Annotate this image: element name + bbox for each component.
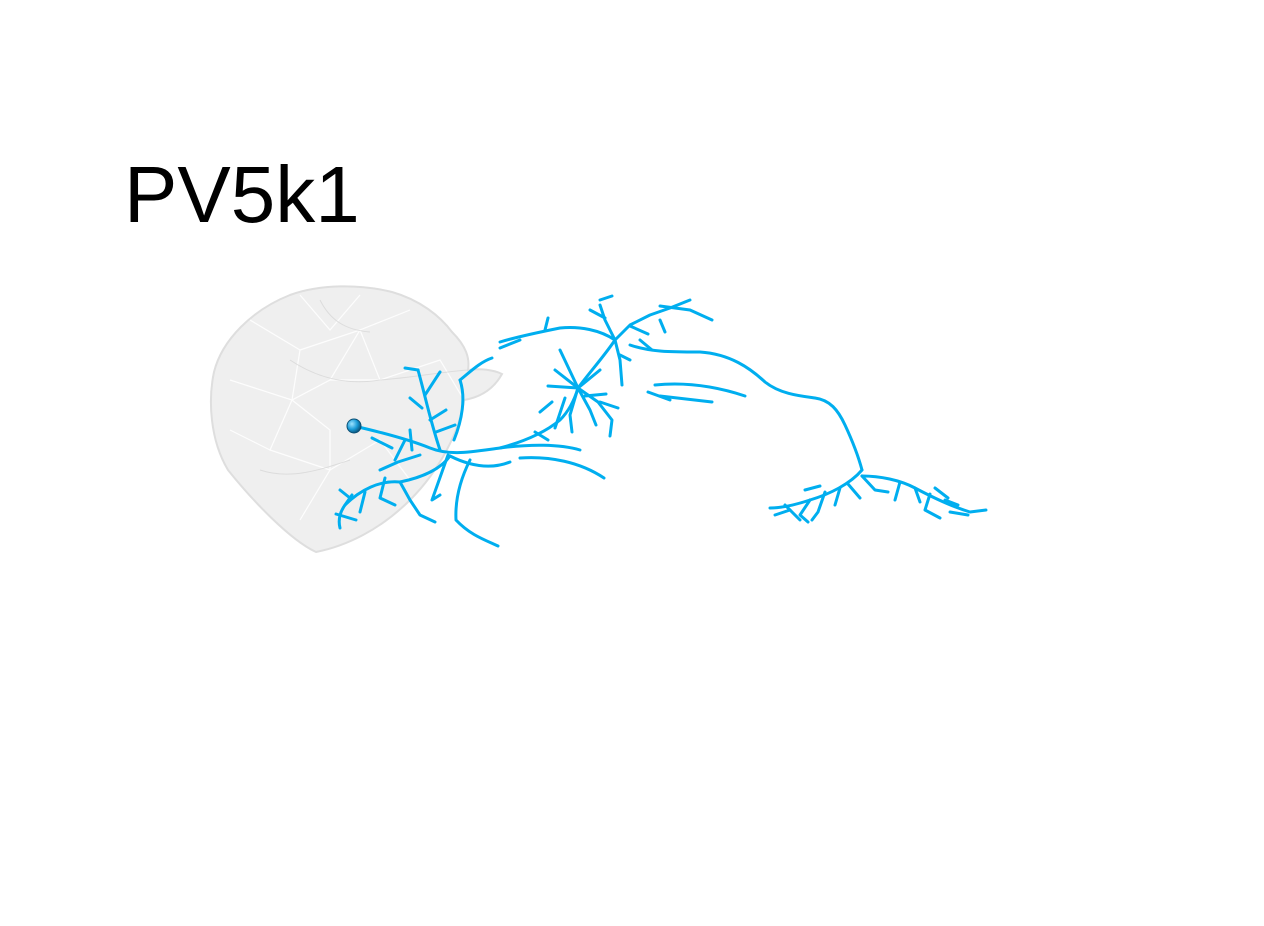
neuron-skeleton: [334, 294, 988, 548]
soma-marker: [346, 418, 362, 434]
neuron-type-title: PV5k1: [124, 150, 360, 239]
